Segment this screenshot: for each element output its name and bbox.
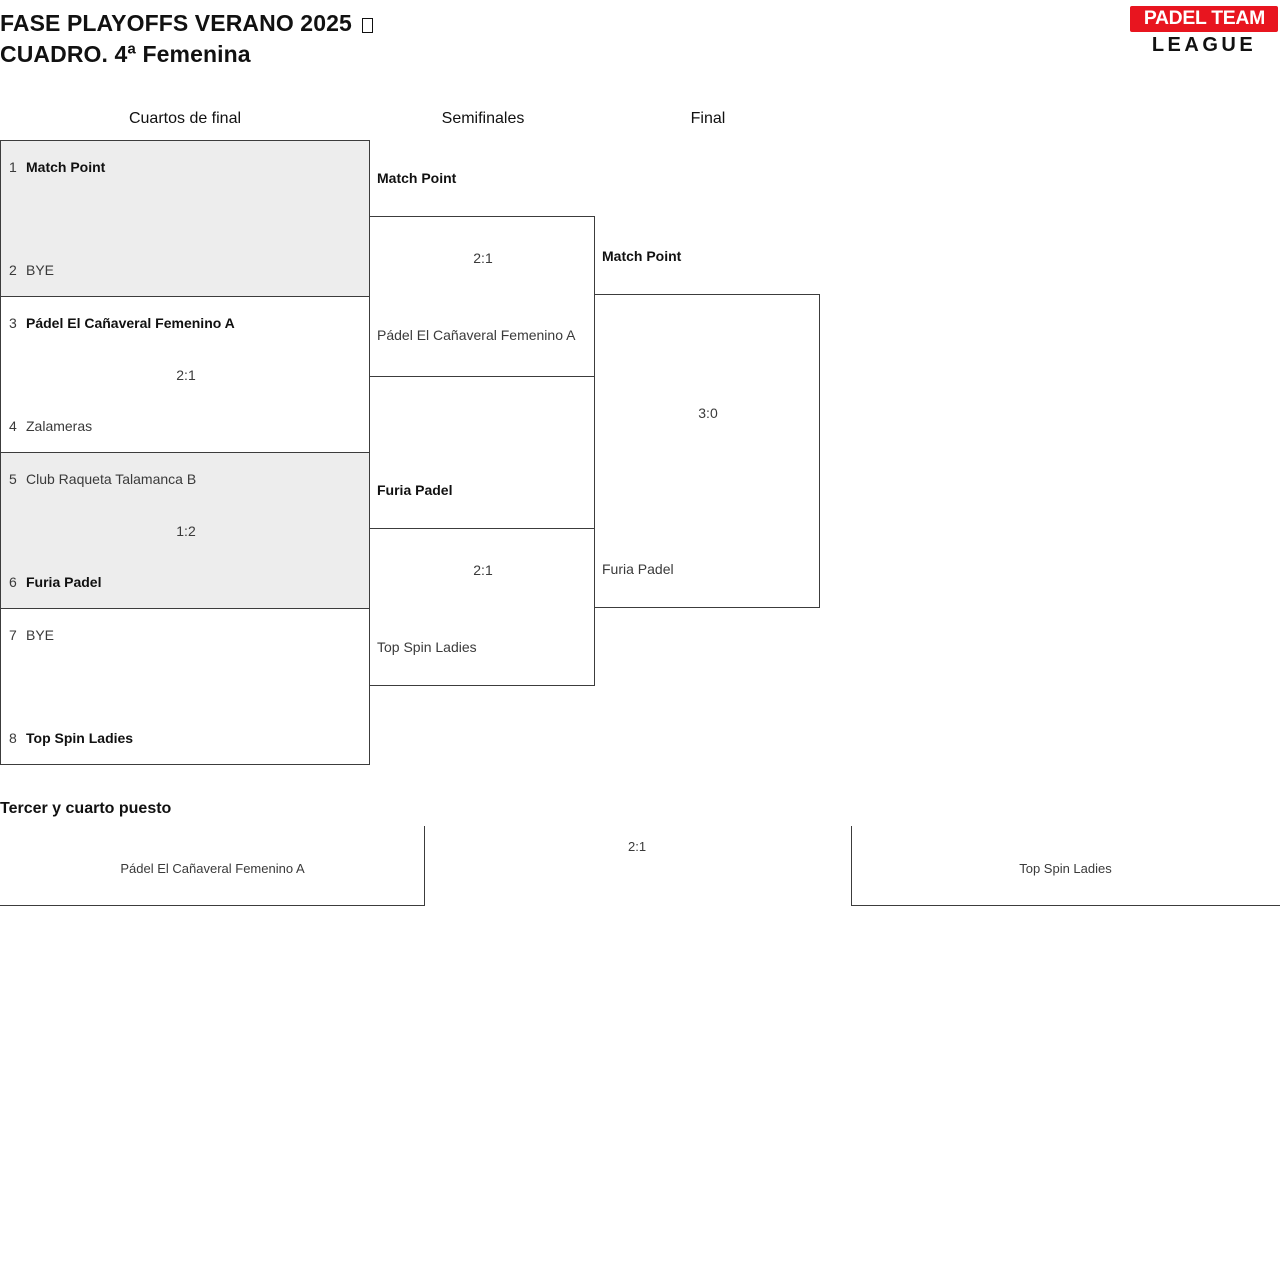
missing-glyph-icon	[362, 18, 374, 33]
seed-number: 8	[9, 730, 17, 746]
match-box-final[interactable]: 3:0	[594, 294, 820, 608]
match-score: 2:1	[473, 562, 493, 578]
third-place-right-team: Top Spin Ladies	[1019, 861, 1112, 876]
match-box-sf-1[interactable]: 2:1	[369, 216, 595, 377]
team-name: Pádel El Cañaveral Femenino A	[26, 315, 235, 331]
match-box-qf-3[interactable]: 5 Club Raqueta Talamanca B 1:2 6 Furia P…	[0, 452, 370, 609]
third-place-right-box[interactable]	[851, 826, 1280, 906]
team-name: Match Point	[26, 159, 106, 175]
seed-number: 3	[9, 315, 17, 331]
team-name: Zalameras	[26, 418, 93, 434]
match-score: 2:1	[473, 250, 493, 266]
match-score: 3:0	[698, 405, 718, 421]
seed-number: 4	[9, 418, 17, 434]
logo-top-text: PADEL TEAM	[1143, 8, 1265, 29]
padel-team-league-logo: PADEL TEAM LEAGUE	[1130, 4, 1278, 60]
third-place-left-box[interactable]	[0, 826, 425, 906]
match-score: 1:2	[176, 523, 196, 539]
seed-number: 7	[9, 627, 17, 643]
sf-1-bottom-team: Pádel El Cañaveral Femenino A	[377, 327, 576, 343]
match-box-qf-2[interactable]: 3 Pádel El Cañaveral Femenino A 2:1 4 Za…	[0, 296, 370, 453]
match-box-sf-2[interactable]: 2:1	[369, 528, 595, 686]
page-title-line1: FASE PLAYOFFS VERANO 2025	[0, 10, 359, 36]
seed-number: 6	[9, 574, 17, 590]
seed-number: 5	[9, 471, 17, 487]
third-place-left-team: Pádel El Cañaveral Femenino A	[120, 861, 305, 876]
seed-number: 1	[9, 159, 17, 175]
sf-2-top-team: Furia Padel	[377, 482, 453, 498]
logo-subtext-wrap: LEAGUE	[1130, 33, 1278, 58]
third-place-score: 2:1	[628, 839, 647, 854]
final-top-team: Match Point	[602, 248, 682, 264]
logo-bottom-text: LEAGUE	[1151, 34, 1257, 56]
match-box-qf-4[interactable]: 7 BYE 8 Top Spin Ladies	[0, 608, 370, 765]
team-name: Club Raqueta Talamanca B	[26, 471, 197, 487]
team-name: BYE	[26, 627, 55, 643]
seed-number: 2	[9, 262, 17, 278]
team-name: BYE	[26, 262, 55, 278]
team-name: Furia Padel	[26, 574, 102, 590]
third-place-title: Tercer y cuarto puesto	[0, 800, 172, 817]
round-header-semifinals: Semifinales	[441, 110, 525, 127]
logo-banner: PADEL TEAM	[1130, 6, 1278, 32]
match-box-qf-1[interactable]: 1 Match Point 2 BYE	[0, 140, 370, 297]
round-header-quarterfinals: Cuartos de final	[128, 110, 242, 127]
page-title-line2: CUADRO. 4ª Femenina	[0, 40, 251, 67]
team-name: Top Spin Ladies	[26, 730, 134, 746]
match-score: 2:1	[176, 367, 196, 383]
sf-2-bottom-team: Top Spin Ladies	[377, 639, 477, 655]
sf-1-top-team: Match Point	[377, 170, 457, 186]
page-title: FASE PLAYOFFS VERANO 2025 CUADRO. 4ª Fem…	[0, 8, 1000, 69]
round-header-final: Final	[690, 110, 726, 127]
final-bottom-team: Furia Padel	[602, 561, 674, 577]
